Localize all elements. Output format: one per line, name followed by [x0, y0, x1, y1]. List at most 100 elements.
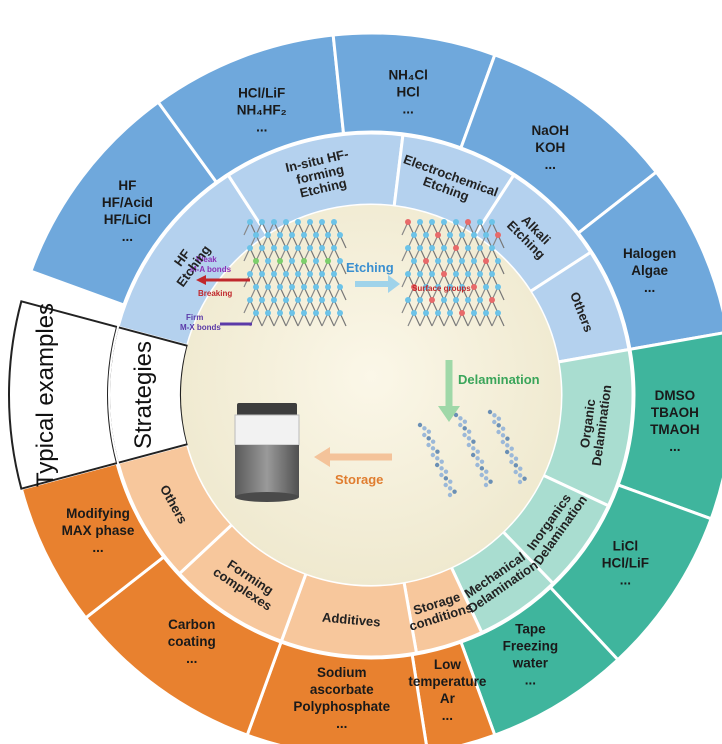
- flake-atom: [496, 423, 501, 428]
- mxene-max-lattice: [243, 219, 347, 327]
- flake-atom: [475, 449, 480, 454]
- flake-atom: [500, 439, 506, 445]
- lattice-atom: [453, 219, 459, 225]
- flake-atom: [430, 439, 436, 444]
- flake-atom: [462, 432, 467, 438]
- lattice-atom: [411, 258, 417, 264]
- lattice-atom: [331, 219, 337, 225]
- lattice-atom: [301, 310, 307, 316]
- lattice-atom: [441, 219, 447, 225]
- delamination-step-label: Delamination: [458, 372, 540, 387]
- etching-example-wedge-4: [576, 170, 722, 352]
- lattice-atom: [423, 284, 429, 290]
- lattice-atom: [489, 245, 495, 251]
- lattice-atom: [465, 245, 471, 251]
- lattice-atom: [477, 245, 483, 251]
- lattice-atom: [319, 271, 325, 277]
- flake-atom: [492, 413, 497, 418]
- flake-atom: [447, 486, 453, 491]
- lattice-atom: [417, 297, 423, 303]
- lattice-atom: [465, 271, 471, 277]
- lattice-atom: [477, 219, 483, 225]
- typical-examples-title: Typical examples: [32, 303, 59, 487]
- flake-atom: [462, 426, 467, 431]
- flake-atom: [466, 429, 472, 434]
- flake-atom: [435, 449, 440, 454]
- flake-atom: [513, 463, 519, 468]
- lattice-atom: [271, 219, 277, 225]
- flake-atom: [458, 416, 463, 421]
- flake-atom: [430, 452, 436, 458]
- lattice-atom: [405, 219, 411, 225]
- flake-atom: [496, 416, 502, 421]
- lattice-atom: [453, 297, 459, 303]
- flake-atom: [487, 409, 493, 415]
- flake-atom: [471, 446, 476, 451]
- lattice-atom: [429, 297, 435, 303]
- lattice-atom: [301, 284, 307, 290]
- lattice-atom: [313, 232, 319, 238]
- flake-atom: [496, 429, 501, 435]
- firm-bonds-label-2: M-X bonds: [180, 323, 221, 332]
- lattice-atom: [337, 284, 343, 290]
- lattice-atom: [471, 232, 477, 238]
- lattice-atom: [459, 232, 465, 238]
- lattice-atom: [289, 284, 295, 290]
- lattice-atom: [489, 297, 495, 303]
- storage-strategy-label: Additives: [322, 610, 382, 630]
- lattice-atom: [313, 310, 319, 316]
- flake-atom: [509, 459, 514, 465]
- lattice-atom: [277, 310, 283, 316]
- flake-atom: [452, 489, 457, 494]
- lattice-atom: [319, 219, 325, 225]
- lattice-atom: [295, 219, 301, 225]
- lattice-atom: [483, 284, 489, 290]
- lattice-atom: [295, 245, 301, 251]
- flake-atom: [466, 436, 472, 441]
- flake-atom: [483, 476, 489, 481]
- flake-atom: [426, 429, 432, 434]
- flake-atom: [443, 482, 448, 488]
- lattice-atom: [277, 258, 283, 264]
- flake-atom: [484, 469, 489, 474]
- lattice-atom: [283, 219, 289, 225]
- flake-atom: [475, 456, 480, 461]
- storage-strategy-label: Storageconditions: [403, 586, 474, 633]
- flake-atom: [505, 436, 510, 441]
- lattice-atom: [337, 310, 343, 316]
- surface-groups-label: Surface groups: [412, 284, 471, 293]
- lattice-atom: [429, 271, 435, 277]
- flake-atom: [522, 476, 527, 481]
- lattice-atom: [411, 284, 417, 290]
- lattice-atom: [283, 271, 289, 277]
- lattice-atom: [259, 271, 265, 277]
- lattice-atom: [483, 258, 489, 264]
- flake-atom: [422, 426, 427, 431]
- lattice-atom: [337, 232, 343, 238]
- delaminated-flakes: [417, 409, 527, 498]
- flake-atom: [517, 479, 523, 485]
- lattice-atom: [495, 258, 501, 264]
- lattice-atom: [271, 271, 277, 277]
- lattice-atom: [325, 284, 331, 290]
- lattice-atom: [459, 284, 465, 290]
- flake-atom: [448, 479, 453, 484]
- lattice-atom: [495, 310, 501, 316]
- lattice-atom: [265, 258, 271, 264]
- lattice-atom: [423, 310, 429, 316]
- lattice-atom: [313, 258, 319, 264]
- lattice-atom: [319, 297, 325, 303]
- lattice-atom: [307, 271, 313, 277]
- lattice-atom: [259, 219, 265, 225]
- lattice-atom: [331, 297, 337, 303]
- firm-bonds-label: Firm: [186, 313, 203, 322]
- lattice-atom: [307, 297, 313, 303]
- flake-atom: [439, 472, 444, 478]
- flake-atom: [447, 492, 453, 498]
- lattice-atom: [331, 271, 337, 277]
